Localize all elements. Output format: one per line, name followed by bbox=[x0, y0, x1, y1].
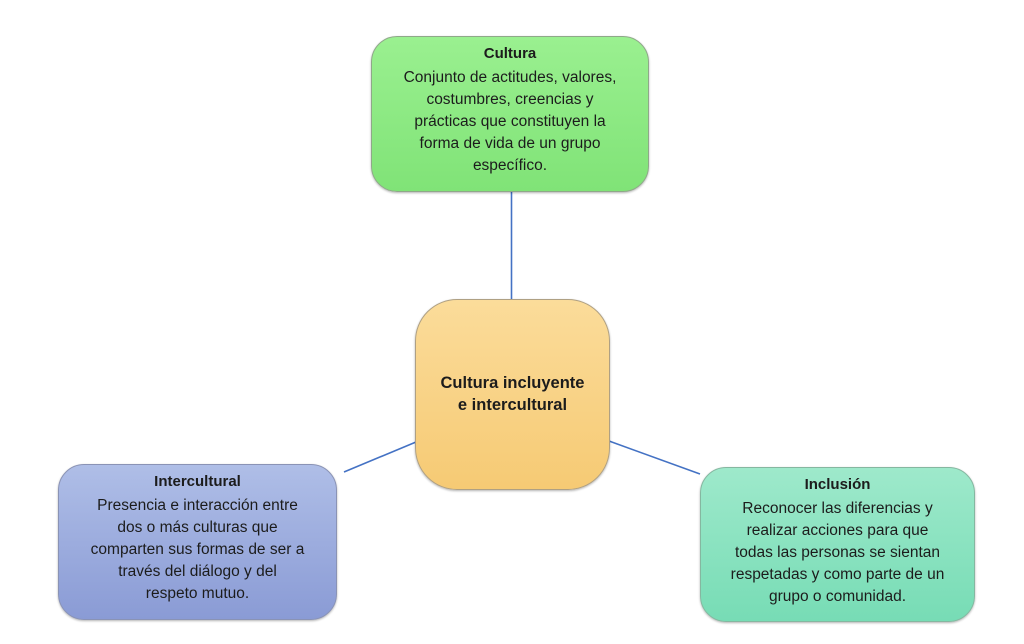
connector-center-to-left bbox=[343, 441, 417, 473]
connector-center-to-right bbox=[608, 440, 701, 475]
node-cultura-incluyente: Cultura incluyente e intercultural bbox=[415, 299, 610, 490]
node-cultura: Cultura Conjunto de actitudes, valores, … bbox=[371, 36, 649, 192]
node-inclusion-title: Inclusión bbox=[804, 476, 871, 493]
node-cultura-title: Cultura bbox=[483, 45, 537, 62]
node-intercultural-title: Intercultural bbox=[154, 473, 241, 490]
node-inclusion-body: Reconocer las diferencias y realizar acc… bbox=[730, 499, 945, 605]
node-intercultural-body: Presencia e interacción entre dos o más … bbox=[90, 496, 305, 602]
node-intercultural: Intercultural Presencia e interacción en… bbox=[58, 464, 337, 620]
node-inclusion: Inclusión Reconocer las diferencias y re… bbox=[700, 467, 975, 622]
node-cultura-body: Conjunto de actitudes, valores, costumbr… bbox=[403, 68, 617, 174]
node-cultura-incluyente-title: Cultura incluyente e intercultural bbox=[440, 374, 585, 414]
